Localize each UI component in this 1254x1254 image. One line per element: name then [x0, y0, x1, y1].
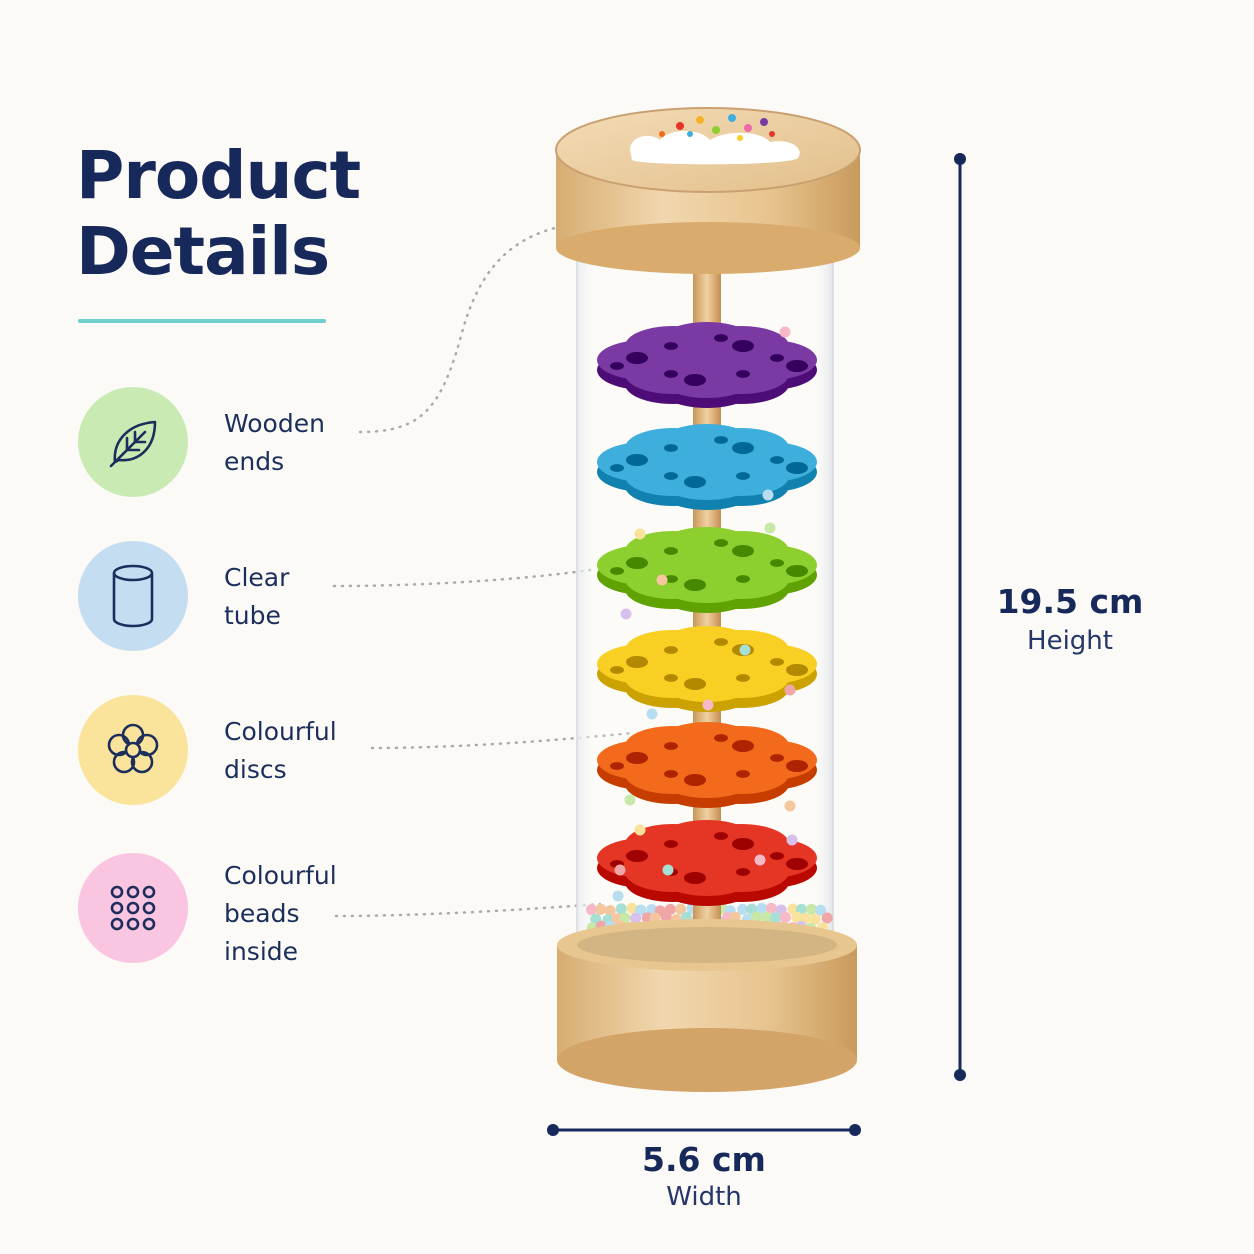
bead: [646, 903, 658, 915]
bead: [754, 854, 766, 866]
feature-label: Wooden ends: [224, 405, 325, 481]
bead: [624, 794, 636, 806]
feature-label: Colourful discs: [224, 713, 337, 789]
flower-disc: [597, 527, 817, 613]
heart-confetti: [659, 114, 775, 141]
bead: [809, 913, 821, 925]
flower-discs: [597, 322, 817, 906]
beads-grid-icon: [110, 885, 156, 931]
flower-icon: [107, 723, 159, 774]
bead: [765, 902, 777, 914]
flower-disc: [597, 424, 817, 510]
bead: [656, 574, 668, 586]
bead: [620, 608, 632, 620]
bead: [614, 864, 626, 876]
title-underline: [78, 319, 326, 323]
feature-label-line: tube: [224, 601, 281, 630]
leaf-icon: [109, 420, 157, 468]
flower-disc: [597, 322, 817, 408]
bead: [604, 905, 616, 917]
cloud-decoration: [630, 131, 800, 165]
feature-icon-circle: [78, 853, 188, 963]
wooden-cap-top: [555, 107, 861, 274]
bead: [821, 912, 833, 924]
feature-label-line: Colourful: [224, 717, 337, 746]
feature-label-line: beads: [224, 899, 300, 928]
bead: [630, 912, 642, 924]
flower-disc: [597, 820, 817, 906]
bead: [779, 326, 791, 338]
bead: [634, 824, 646, 836]
bead: [619, 912, 631, 924]
width-dimension-line: [547, 1124, 861, 1136]
bead: [634, 528, 646, 540]
bead: [662, 864, 674, 876]
bead: [786, 834, 798, 846]
bead: [799, 912, 811, 924]
bead: [635, 904, 647, 916]
bead: [795, 903, 807, 915]
feature-colourful-discs: Colourful discs: [78, 695, 408, 805]
width-label: Width: [666, 1182, 742, 1212]
callout-clear-tube: [332, 568, 592, 588]
feature-label: Colourful beads inside: [224, 857, 337, 971]
bead: [612, 890, 624, 902]
bead: [756, 902, 768, 914]
flower-disc: [597, 722, 817, 808]
bead: [779, 911, 791, 923]
feature-label-line: discs: [224, 755, 287, 784]
bead: [791, 911, 803, 923]
bead: [784, 684, 796, 696]
height-label: Height: [1027, 626, 1113, 656]
cylinder-icon: [112, 564, 154, 628]
bead: [746, 903, 758, 915]
bead: [626, 902, 638, 914]
bead: [702, 699, 714, 711]
feature-label-line: Colourful: [224, 861, 337, 890]
width-value: 5.6 cm: [642, 1140, 766, 1179]
feature-icon-circle: [78, 541, 188, 651]
feature-icon-circle: [78, 695, 188, 805]
width-dimension: 5.6 cm Width: [604, 1140, 804, 1214]
bead: [585, 904, 597, 916]
bead: [737, 903, 749, 915]
height-dimension: 19.5 cm Height: [980, 582, 1160, 658]
title-line-2: Details: [76, 213, 330, 290]
bead: [675, 903, 687, 915]
feature-label-line: inside: [224, 937, 299, 966]
feature-wooden-ends: Wooden ends: [78, 387, 408, 497]
flower-disc: [597, 626, 817, 712]
feature-colourful-beads: Colourful beads inside: [78, 853, 408, 966]
bead: [595, 903, 607, 915]
callout-wooden-ends: [358, 220, 598, 434]
feature-label-line: Clear: [224, 563, 290, 592]
bead: [760, 911, 772, 923]
height-dimension-line: [954, 153, 966, 1081]
height-value: 19.5 cm: [996, 582, 1144, 621]
bead: [784, 800, 796, 812]
page-title: Product Details: [76, 137, 361, 290]
bead: [805, 903, 817, 915]
bead: [764, 522, 776, 534]
bead: [815, 904, 827, 916]
feature-label-line: Wooden: [224, 409, 325, 438]
feature-icon-circle: [78, 387, 188, 497]
feature-label-line: ends: [224, 447, 285, 476]
feature-clear-tube: Clear tube: [78, 541, 408, 651]
title-line-1: Product: [76, 137, 361, 214]
bead: [762, 489, 774, 501]
bead: [770, 912, 782, 924]
bead: [787, 903, 799, 915]
falling-beads: [612, 326, 798, 902]
feature-label: Clear tube: [224, 559, 289, 635]
bead: [615, 903, 627, 915]
bead: [646, 708, 658, 720]
bead: [641, 912, 653, 924]
bead: [750, 911, 762, 923]
bead: [739, 644, 751, 656]
callout-beads: [334, 902, 602, 918]
wooden-base-bottom: [557, 919, 857, 1092]
